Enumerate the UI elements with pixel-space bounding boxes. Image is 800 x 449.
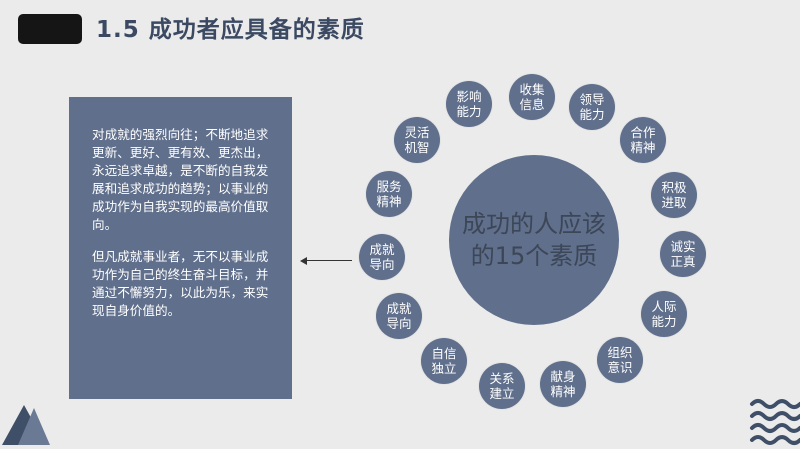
quality-node[interactable]: 服务 精神 — [366, 171, 412, 217]
quality-node[interactable]: 自信 独立 — [421, 338, 467, 384]
arrow-head-icon — [300, 257, 307, 265]
quality-node[interactable]: 关系 建立 — [479, 363, 525, 409]
quality-node[interactable]: 献身 精神 — [540, 361, 586, 407]
page-title: 1.5 成功者应具备的素质 — [96, 17, 365, 43]
quality-node[interactable]: 人际 能力 — [641, 291, 687, 337]
triangle-decoration-light — [18, 408, 50, 445]
center-label: 成功的人应该的15个素质 — [462, 210, 606, 270]
quality-node[interactable]: 组织 意识 — [597, 337, 643, 383]
quality-node[interactable]: 灵活 机智 — [394, 117, 440, 163]
panel-paragraph-1: 对成就的强烈向往；不断地追求更新、更好、更有效、更杰出，永远追求卓越，是不断的自… — [92, 127, 269, 232]
wave-decoration — [750, 399, 800, 445]
quality-node[interactable]: 影响 能力 — [446, 81, 492, 127]
quality-node[interactable]: 诚实 正真 — [660, 231, 706, 277]
description-panel: 对成就的强烈向往；不断地追求更新、更好、更有效、更杰出，永远追求卓越，是不断的自… — [69, 97, 292, 399]
quality-node[interactable]: 成就 导向 — [359, 234, 405, 280]
quality-node[interactable]: 领导 能力 — [569, 84, 615, 130]
quality-node[interactable]: 收集 信息 — [509, 74, 555, 120]
quality-node[interactable]: 合作 精神 — [620, 117, 666, 163]
panel-paragraph-2: 但凡成就事业者，无不以事业成功作为自己的终生奋斗目标，并通过不懈努力，以此为乐，… — [92, 249, 269, 318]
header-logo-block — [18, 14, 82, 44]
left-arrow-icon — [306, 260, 352, 261]
quality-node[interactable]: 积极 进取 — [651, 172, 697, 218]
quality-node[interactable]: 成就 导向 — [376, 293, 422, 339]
center-circle: 成功的人应该的15个素质 — [449, 155, 619, 325]
